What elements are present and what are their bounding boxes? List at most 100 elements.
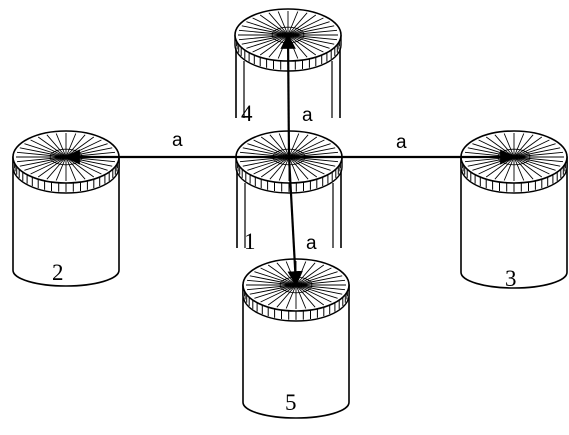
cylinder-4-spoke	[287, 34, 338, 41]
cylinder-1-spoke	[288, 147, 336, 158]
cylinder-3-spoke	[513, 156, 543, 178]
cylinder-5-spoke	[254, 284, 297, 299]
cylinder-1-spoke	[269, 134, 290, 158]
cylinder-1-label: 1	[244, 229, 256, 254]
cylinder-4-label: 4	[241, 101, 253, 126]
distance-label-1-4: a	[302, 105, 313, 126]
distance-label-1-3: a	[396, 132, 407, 153]
cylinder-4-spoke	[287, 11, 299, 36]
cylinder-1-spoke	[288, 156, 318, 178]
cylinder-3-spoke	[513, 134, 534, 158]
cylinder-2	[12, 130, 120, 287]
cylinder-4-spoke	[259, 14, 289, 36]
cylinder-4-spoke	[246, 21, 289, 36]
cylinder-2-spoke	[24, 156, 67, 171]
connection-1-4	[280, 33, 296, 158]
cylinder-2-spoke	[37, 136, 67, 158]
cylinder-5-spoke	[267, 284, 297, 306]
cylinder-3-spoke	[513, 156, 556, 171]
cylinder-2-spoke	[19, 147, 67, 158]
connection-lines	[64, 33, 516, 287]
cylinder-4-spoke	[277, 11, 289, 36]
cylinder-5-spoke	[295, 284, 332, 303]
cylinder-4-spoke	[268, 12, 289, 36]
distance-label-1-5: a	[306, 233, 317, 254]
cylinder-2-spoke	[55, 156, 67, 181]
cylinder-1-spoke	[269, 156, 290, 180]
cylinder-4-spoke	[287, 14, 317, 36]
cylinder-1-spoke	[288, 133, 300, 158]
cylinder-4-spoke	[287, 12, 308, 36]
cylinder-4-spoke	[241, 25, 289, 36]
cylinder-2-label: 2	[52, 260, 64, 285]
cylinder-3-spoke	[513, 156, 525, 181]
cylinder-1-spoke	[253, 139, 290, 158]
cylinder-3	[460, 130, 568, 289]
cylinder-1-spoke	[260, 156, 290, 178]
cylinder-2-spoke	[30, 139, 67, 158]
cylinder-5-spoke	[295, 284, 338, 299]
cylinder-3-spoke	[513, 151, 564, 158]
connection-1-5	[287, 156, 303, 287]
cylinder-5-spoke	[295, 284, 343, 295]
cylinder-1-spoke	[288, 139, 325, 158]
cylinder-3-spoke	[513, 156, 564, 163]
cylinder-2-spoke	[55, 133, 67, 158]
cylinder-1-spoke	[242, 156, 290, 167]
cylinder-3-spoke	[513, 156, 534, 180]
cylinder-1-spoke	[288, 156, 300, 181]
cylinder-1-spoke	[278, 133, 290, 158]
cylinder-1-spoke	[288, 134, 309, 158]
cylinder-4-spoke	[287, 17, 324, 36]
cylinder-5-spoke	[276, 284, 297, 308]
cylinder-3-spoke	[513, 143, 556, 158]
cylinder-3-spoke	[513, 156, 550, 175]
cylinder-1-spoke	[247, 156, 290, 171]
cylinder-1-spoke	[242, 147, 290, 158]
cylinder-3-spoke	[513, 156, 561, 167]
cylinder-4-spoke	[241, 34, 289, 45]
cylinder-5-spoke	[295, 284, 346, 291]
cylinder-5-spoke	[295, 284, 307, 309]
cylinder-3-label: 3	[505, 266, 517, 291]
cylinder-3-spoke	[513, 133, 525, 158]
cylinder-1-spoke	[260, 136, 290, 158]
center-point	[286, 154, 292, 160]
cylinder-bodies	[12, 8, 568, 419]
cylinder-4-spoke	[238, 29, 289, 36]
cylinder-5-label: 5	[285, 390, 297, 415]
cylinder-1-spoke	[253, 156, 290, 175]
cylinder-2-spoke	[16, 151, 67, 158]
cylinder-1-spoke	[288, 156, 336, 167]
cylinder-3-spoke	[513, 136, 543, 158]
cylinder-5-spoke	[260, 284, 297, 303]
cylinder-1-spoke	[278, 156, 290, 181]
cylinder-2-spoke	[46, 156, 67, 180]
cylinder-5-spoke	[295, 279, 346, 286]
cylinder-2-spoke	[16, 156, 67, 163]
cylinder-3-spoke	[513, 139, 550, 158]
cylinder-5-spoke	[295, 275, 343, 286]
cylinder-5-spoke	[285, 284, 297, 309]
cylinder-1-spoke	[288, 143, 331, 158]
cylinder-5-spoke	[295, 271, 338, 286]
cylinder-4-spoke	[252, 17, 289, 36]
cylinder-5-spoke	[295, 284, 316, 308]
cylinder-2-spoke	[46, 134, 67, 158]
cylinder-2-spoke	[19, 156, 67, 167]
cylinder-4-spoke	[287, 29, 338, 36]
cylinder-4-spoke	[287, 21, 330, 36]
cylinder-1-spoke	[288, 156, 309, 180]
cylinder-5-spoke	[295, 284, 325, 306]
cylinder-1-spoke	[288, 156, 325, 175]
cylinder-4-spoke	[238, 34, 289, 41]
cylinder-2-spoke	[24, 143, 67, 158]
distance-label-1-2: a	[172, 130, 183, 151]
cylinder-1-spoke	[288, 136, 318, 158]
cylinder-1-spoke	[288, 156, 331, 171]
cylinder-2-spoke	[37, 156, 67, 178]
cylinder-1-spoke	[247, 143, 290, 158]
cylinder-3-spoke	[513, 147, 561, 158]
cylinder-2-spoke	[30, 156, 67, 175]
